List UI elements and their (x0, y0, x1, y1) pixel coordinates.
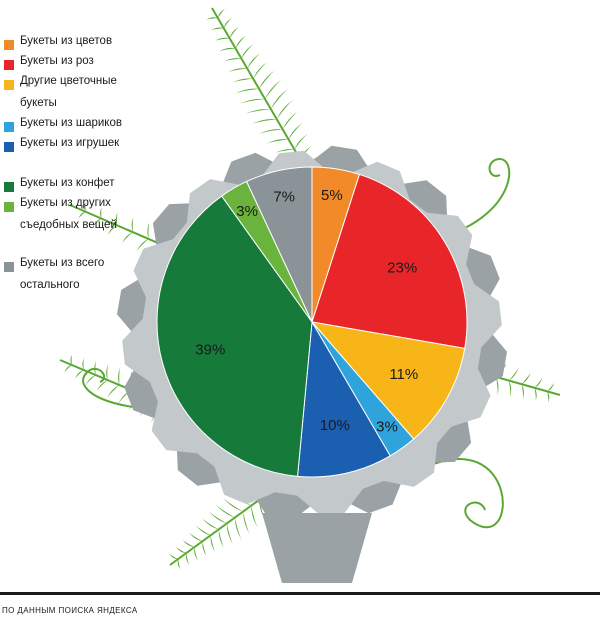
pie-slice-label: 10% (320, 417, 350, 434)
legend-swatch (4, 40, 14, 50)
wrapper-stem (262, 513, 372, 583)
legend-label: Букеты из роз (20, 55, 94, 67)
legend-label: Букеты из цветов (20, 35, 113, 47)
pie-slice-label: 5% (321, 187, 343, 204)
pie-slice-label: 3% (376, 419, 398, 436)
legend-swatch (4, 142, 14, 152)
legend-label: Другие цветочные букеты (20, 75, 117, 109)
pie-labels: 5% 23% 11% 3% 10% 39% 3% 7% (195, 187, 418, 436)
legend-label: Букеты из конфет (20, 177, 115, 189)
pie-slice-label: 39% (195, 342, 225, 359)
legend-swatch (4, 182, 14, 192)
pie-slice-label: 11% (389, 366, 418, 383)
pie-slice (297, 320, 391, 478)
pie-slice-label: 23% (387, 259, 417, 276)
pie-slice (156, 195, 313, 477)
legend-swatch (4, 60, 14, 70)
source-note: ПО ДАННЫМ ПОИСКА ЯНДЕКСА (2, 606, 138, 615)
legend-swatch (4, 122, 14, 132)
pie-slice (310, 321, 466, 440)
legend-label: Букеты из всего (20, 257, 105, 269)
pie-slices (156, 166, 468, 478)
legend-label: Букеты из игрушек (20, 137, 120, 149)
pie-slice (311, 173, 468, 349)
legend-swatch (4, 262, 14, 272)
legend-label: съедобных вещей (20, 219, 117, 231)
pie-slice-label: 7% (273, 188, 295, 205)
legend-swatch (4, 80, 14, 90)
tendril-right (419, 458, 504, 529)
legend-swatch (4, 202, 14, 212)
pie-figure: 5% 23% 11% 3% 10% 39% 3% 7% (59, 7, 561, 583)
legend-label: Букеты из шариков (20, 117, 122, 129)
legend-label: остального (20, 279, 80, 291)
tendril-top (429, 158, 511, 241)
pie-slice (245, 166, 313, 323)
legend-label: Букеты из других (20, 197, 111, 209)
divider (0, 592, 600, 595)
pie-slice-label: 3% (236, 203, 258, 220)
